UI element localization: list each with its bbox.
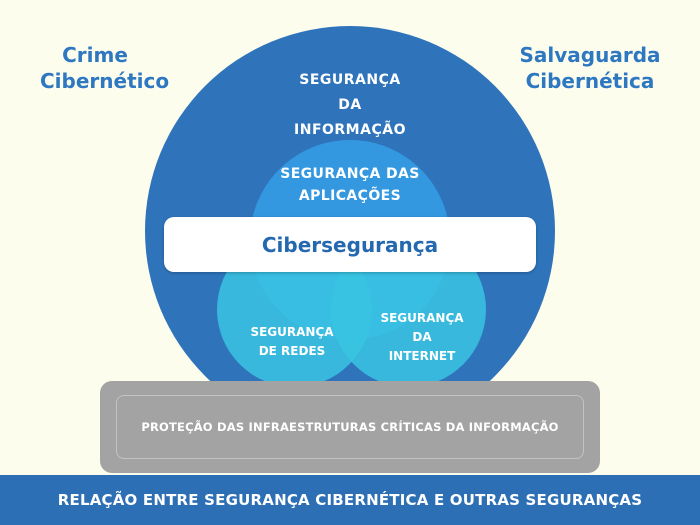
seguranca-internet-label: SEGURANÇA DA INTERNET — [380, 311, 464, 363]
banner-title: RELAÇÃO ENTRE SEGURANÇA CIBERNÉTICA E OU… — [57, 491, 643, 509]
seguranca-redes-label: SEGURANÇA DE REDES — [250, 325, 334, 358]
cibersecuranca-label: Cibersegurança — [261, 232, 439, 257]
title-banner: RELAÇÃO ENTRE SEGURANÇA CIBERNÉTICA E OU… — [0, 475, 700, 525]
salvaguarda-cibernetica-label: Salvaguarda Cibernética — [519, 43, 661, 93]
seguranca-aplicacoes-label: SEGURANÇA DAS APLICAÇÕES — [280, 166, 420, 204]
seguranca-informacao-label: SEGURANÇA DA INFORMAÇÃO — [294, 72, 406, 138]
infraestruturas-criticas-label: PROTEÇÃO DAS INFRAESTRUTURAS CRÍTICAS DA… — [141, 420, 559, 434]
infraestruturas-criticas-box: PROTEÇÃO DAS INFRAESTRUTURAS CRÍTICAS DA… — [100, 381, 600, 473]
cibersecuranca-box: Cibersegurança — [164, 217, 536, 272]
crime-cibernetico-label: Crime Cibernético — [40, 43, 170, 93]
